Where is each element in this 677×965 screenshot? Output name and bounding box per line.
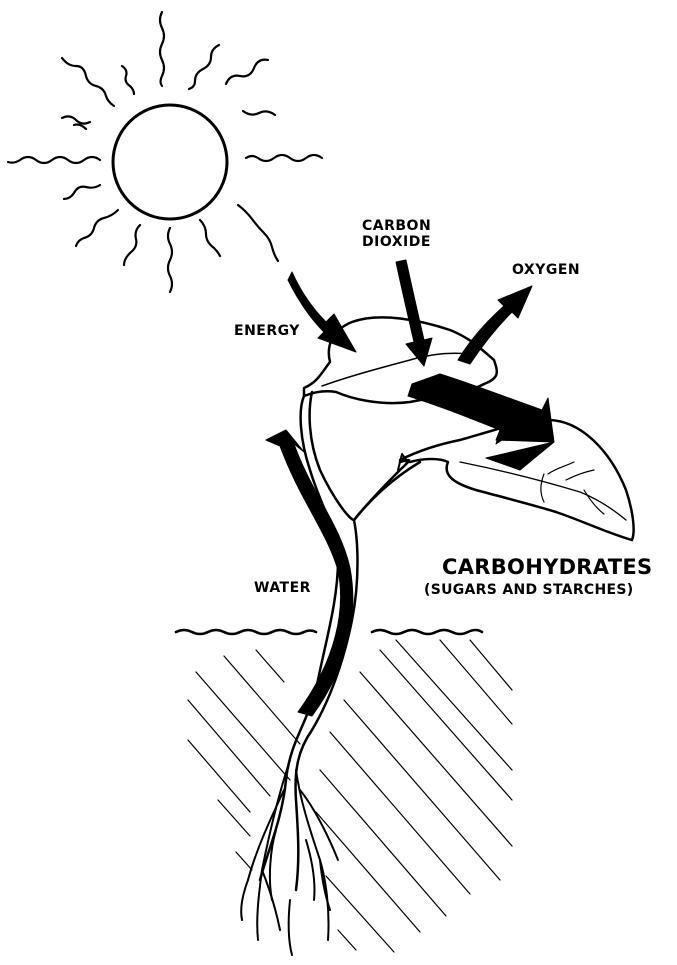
- soil-line-right: [372, 630, 482, 634]
- energy-arrow: [288, 272, 356, 352]
- plant: [241, 317, 633, 955]
- oxygen-label: OXYGEN: [512, 262, 580, 278]
- ground: [176, 630, 512, 952]
- water-arrow: [266, 430, 353, 716]
- carbon-dioxide-label-line1: CARBON: [362, 218, 431, 234]
- sun: [8, 12, 322, 292]
- carbon-dioxide-label: CARBON DIOXIDE: [362, 218, 431, 250]
- carbohydrates-sublabel: (SUGARS AND STARCHES): [424, 582, 633, 598]
- carbon-dioxide-label-line2: DIOXIDE: [362, 234, 431, 250]
- sun-disc: [113, 105, 227, 219]
- roots: [241, 760, 338, 955]
- soil-hatching: [188, 640, 512, 952]
- oxygen-arrow: [458, 286, 532, 364]
- soil-line-left: [176, 630, 316, 634]
- carbohydrates-label: CARBOHYDRATES: [442, 555, 652, 579]
- water-label: WATER: [254, 580, 311, 596]
- energy-label: ENERGY: [234, 323, 300, 339]
